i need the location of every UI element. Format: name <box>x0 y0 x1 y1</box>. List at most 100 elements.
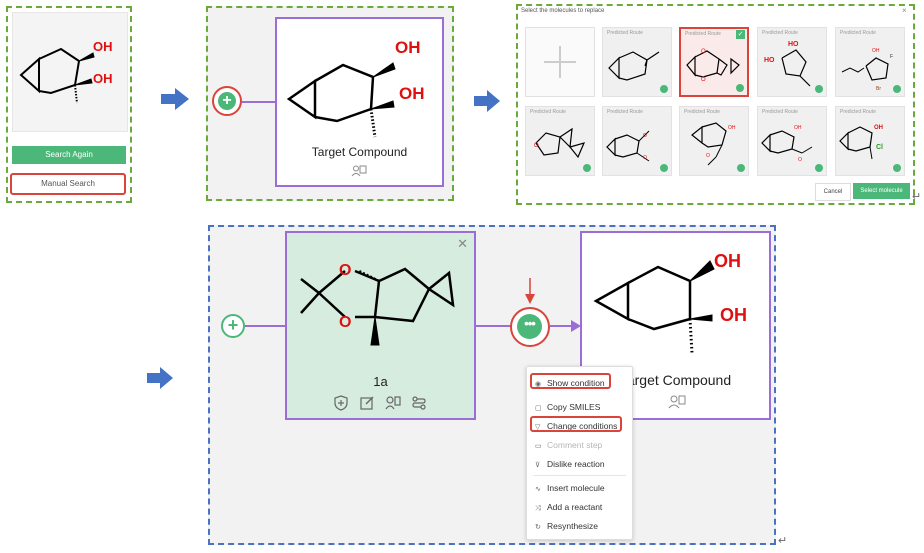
flask-icon: ▽ <box>535 424 541 431</box>
more-icon[interactable] <box>815 164 823 172</box>
more-icon: ••• <box>517 314 542 339</box>
flow-arrow-icon <box>161 88 189 110</box>
add-reactant-icon: ⤨ <box>535 505 541 512</box>
menu-item-show-condition[interactable]: ◉Show condition <box>535 378 605 388</box>
svg-text:Br: Br <box>876 86 881 92</box>
more-icon[interactable] <box>737 164 745 172</box>
plus-icon <box>544 46 576 78</box>
pointer-arrow-icon <box>525 278 535 304</box>
predicted-route-tile[interactable]: Predicted Route <box>602 27 672 97</box>
molecule-icon: OHO <box>761 125 813 163</box>
user-id-icon <box>668 395 686 409</box>
check-icon: ✓ <box>736 30 745 39</box>
svg-text:O: O <box>701 49 706 55</box>
tile-label: Predicted Route <box>607 30 643 36</box>
shield-plus-icon[interactable] <box>333 395 349 411</box>
oh-label: OH <box>93 71 113 86</box>
tile-label: Predicted Route <box>530 109 566 115</box>
svg-text:O: O <box>643 133 647 139</box>
add-precursor-button[interactable]: + <box>221 314 245 338</box>
predicted-route-tile[interactable]: Predicted Route OH O <box>679 106 749 176</box>
molecule-icon <box>608 51 660 81</box>
more-icon[interactable] <box>660 164 668 172</box>
insert-icon: ∿ <box>535 486 541 493</box>
target-molecule-icon: OH OH <box>19 39 113 104</box>
oh-label: OH <box>93 39 113 54</box>
tile-label: Predicted Route <box>684 109 720 115</box>
oh-label: OH <box>399 84 425 103</box>
svg-text:O: O <box>706 153 710 159</box>
tile-label: Predicted Route <box>685 31 721 37</box>
oxygen-label: O <box>339 314 351 331</box>
predicted-route-tile[interactable]: Predicted Route OH Cl <box>835 106 905 176</box>
target-molecule-icon: OH OH <box>286 38 425 138</box>
molecule-icon: OO <box>606 130 650 162</box>
precursor-card[interactable]: ✕ O O 1a <box>285 231 476 420</box>
manual-search-button[interactable]: Manual Search <box>10 173 126 195</box>
menu-item-dislike-reaction[interactable]: ⊽Dislike reaction <box>535 459 605 469</box>
tile-label: Predicted Route <box>840 30 876 36</box>
svg-text:O: O <box>643 155 647 161</box>
menu-item-resynthesize[interactable]: ↻Resynthesize <box>535 521 599 531</box>
search-result-panel <box>6 6 132 203</box>
tile-label: Predicted Route <box>762 109 798 115</box>
oh-label: OH <box>395 38 421 57</box>
more-icon[interactable] <box>583 164 591 172</box>
dialog-title: Select the molecules to replace <box>521 8 605 14</box>
target-compound-title: Target Compound <box>619 372 732 388</box>
tile-label: Predicted Route <box>762 30 798 36</box>
more-icon[interactable] <box>893 85 901 93</box>
edit-icon[interactable] <box>359 395 375 411</box>
oh-label: OH <box>714 251 741 271</box>
reaction-context-menu: ◉Show condition ▢Copy SMILES ▽Change con… <box>526 366 633 540</box>
target-compound-card[interactable]: OH OH Target Compound <box>275 17 444 187</box>
target-compound-title: Target Compound <box>311 145 408 159</box>
menu-item-copy-smiles[interactable]: ▢Copy SMILES <box>535 402 601 412</box>
menu-item-insert-molecule[interactable]: ∿Insert molecule <box>535 483 605 493</box>
precursor-label: 1a <box>373 374 388 389</box>
search-again-button[interactable]: Search Again <box>12 146 126 164</box>
more-icon[interactable] <box>736 84 744 92</box>
menu-item-add-reactant[interactable]: ⤨Add a reactant <box>535 502 603 512</box>
select-molecule-button[interactable]: Select molecule <box>853 183 910 199</box>
svg-text:O: O <box>798 157 802 163</box>
close-icon[interactable]: ✕ <box>457 236 468 251</box>
more-icon[interactable] <box>660 85 668 93</box>
predicted-route-tile[interactable]: Predicted Route OH F Br <box>835 27 905 97</box>
more-icon[interactable] <box>815 85 823 93</box>
flow-arrow-icon <box>147 367 173 389</box>
thumbs-down-icon: ⊽ <box>535 462 541 469</box>
route-icon[interactable] <box>411 395 427 411</box>
more-icon[interactable] <box>893 164 901 172</box>
connector-line <box>242 101 275 103</box>
predicted-route-tile[interactable]: Predicted Route O <box>525 106 595 176</box>
svg-text:OH: OH <box>874 125 883 131</box>
svg-text:OH: OH <box>728 125 736 131</box>
menu-item-change-conditions[interactable]: ▽Change conditions <box>535 421 618 431</box>
tile-label: Predicted Route <box>607 109 643 115</box>
svg-text:Cl: Cl <box>876 144 883 151</box>
copy-icon: ▢ <box>535 405 542 412</box>
target-molecule-icon: OH OH <box>593 251 747 354</box>
svg-text:F: F <box>890 54 893 60</box>
tile-label: Predicted Route <box>840 109 876 115</box>
svg-text:HO: HO <box>788 41 799 48</box>
user-id-icon[interactable] <box>385 395 401 411</box>
add-molecule-tile[interactable] <box>525 27 595 97</box>
molecule-icon: OH F Br <box>841 48 893 92</box>
molecule-icon: OO <box>686 49 740 83</box>
add-precursor-button[interactable]: + <box>212 86 242 116</box>
target-compound-card[interactable]: OH OH Target Compound <box>580 231 771 420</box>
connector-line <box>245 325 285 327</box>
close-icon[interactable]: × <box>902 6 907 15</box>
user-id-icon <box>351 164 367 177</box>
svg-text:OH: OH <box>872 48 880 54</box>
reaction-node-button[interactable]: ••• <box>510 307 550 347</box>
cancel-button[interactable]: Cancel <box>815 183 851 201</box>
molecule-icon: OH Cl <box>839 125 883 160</box>
